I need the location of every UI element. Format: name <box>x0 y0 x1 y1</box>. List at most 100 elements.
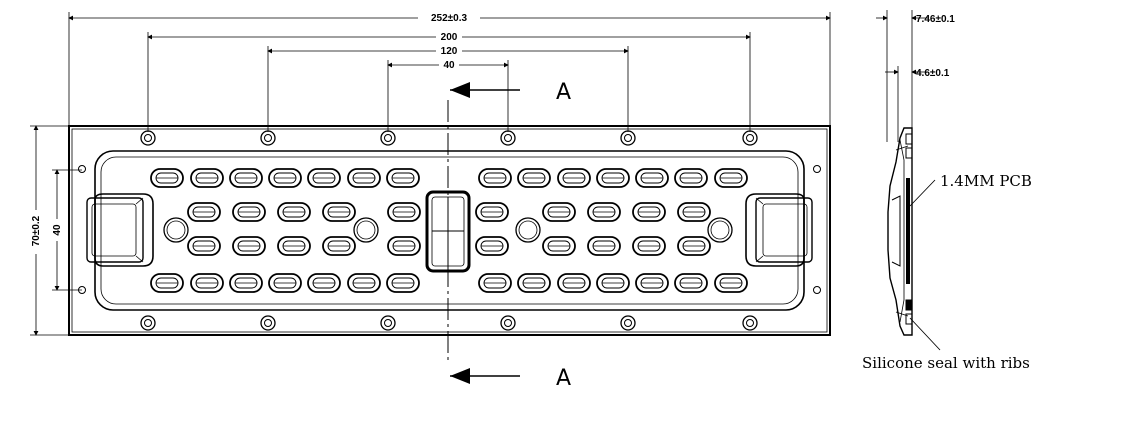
lens <box>635 273 669 293</box>
lens <box>190 168 224 188</box>
lens <box>187 236 221 256</box>
lens <box>635 168 669 188</box>
large-hole <box>707 217 733 243</box>
mount-hole <box>620 130 636 146</box>
mount-hole <box>260 315 276 331</box>
lens <box>587 202 621 222</box>
mount-hole <box>140 130 156 146</box>
lens <box>478 168 512 188</box>
lens-area-inner <box>100 156 799 305</box>
lens <box>322 202 356 222</box>
lens <box>277 202 311 222</box>
mount-hole <box>140 315 156 331</box>
lens <box>542 236 576 256</box>
large-hole <box>163 217 189 243</box>
lens <box>229 273 263 293</box>
mount-hole <box>500 130 516 146</box>
lens <box>229 168 263 188</box>
corner-pin <box>78 165 86 173</box>
lens <box>387 236 421 256</box>
lens <box>674 273 708 293</box>
dimension-texts: 252±0.3 200 120 40 70±0.2 40 <box>28 11 480 254</box>
dim-40: 40 <box>443 60 455 71</box>
side-profile-body <box>887 127 913 336</box>
lens <box>347 168 381 188</box>
lens <box>632 202 666 222</box>
section-marker-bottom: A <box>450 366 571 391</box>
dim-200: 200 <box>441 32 458 43</box>
lens <box>475 236 509 256</box>
section-marker-top: A <box>450 80 571 105</box>
large-holes <box>163 217 733 243</box>
seal-ribs <box>905 133 913 325</box>
lens <box>307 273 341 293</box>
lens <box>478 273 512 293</box>
corner-pin <box>813 165 821 173</box>
lens <box>190 273 224 293</box>
dim-side-total: 7.46±0.1 <box>916 14 955 25</box>
dim-overall-length: 252±0.3 <box>431 13 468 24</box>
dim-side-inner: 4.6±0.1 <box>916 68 950 79</box>
lens <box>632 236 666 256</box>
lens <box>596 168 630 188</box>
lens <box>677 236 711 256</box>
mount-hole <box>380 130 396 146</box>
lens <box>187 202 221 222</box>
dim-height-40: 40 <box>52 224 63 236</box>
pcb-layer <box>906 178 910 284</box>
mount-hole <box>260 130 276 146</box>
mount-hole <box>742 130 758 146</box>
seal-leader <box>909 317 941 351</box>
lens <box>387 202 421 222</box>
lens <box>674 168 708 188</box>
front-view <box>68 100 831 362</box>
lens <box>150 273 184 293</box>
corner-pin <box>813 286 821 294</box>
lens <box>307 168 341 188</box>
lens <box>557 168 591 188</box>
section-label-bottom: A <box>556 366 571 391</box>
side-view <box>876 10 941 351</box>
seal-callout: Silicone seal with ribs <box>862 354 1030 372</box>
lens <box>232 202 266 222</box>
side-view-texts: 7.46±0.1 4.6±0.1 1.4MM PCB Silicone seal… <box>862 14 1032 372</box>
lens <box>587 236 621 256</box>
lens <box>714 273 748 293</box>
section-label-top: A <box>556 80 571 105</box>
dimension-lines <box>30 12 831 336</box>
lens <box>232 236 266 256</box>
large-hole <box>353 217 379 243</box>
lens <box>714 168 748 188</box>
lens-array <box>150 168 748 293</box>
lens <box>557 273 591 293</box>
lens <box>386 273 420 293</box>
left-end-pad <box>86 193 154 267</box>
mount-hole <box>380 315 396 331</box>
lens <box>517 168 551 188</box>
lens <box>277 236 311 256</box>
lens <box>386 168 420 188</box>
large-hole <box>515 217 541 243</box>
lens <box>268 273 302 293</box>
lens <box>517 273 551 293</box>
lens <box>322 236 356 256</box>
outer-plate-outline <box>68 125 831 336</box>
dim-overall-height: 70±0.2 <box>31 215 42 246</box>
lens <box>475 202 509 222</box>
right-end-pad <box>745 193 813 267</box>
lens <box>150 168 184 188</box>
dim-120: 120 <box>441 46 458 57</box>
pcb-leader <box>909 179 936 207</box>
pcb-callout: 1.4MM PCB <box>940 172 1032 190</box>
mount-hole <box>500 315 516 331</box>
lens <box>677 202 711 222</box>
lens <box>347 273 381 293</box>
lens <box>268 168 302 188</box>
lens <box>542 202 576 222</box>
mount-hole <box>620 315 636 331</box>
outer-plate-inner-edge <box>71 128 828 333</box>
lens <box>596 273 630 293</box>
mount-hole <box>742 315 758 331</box>
